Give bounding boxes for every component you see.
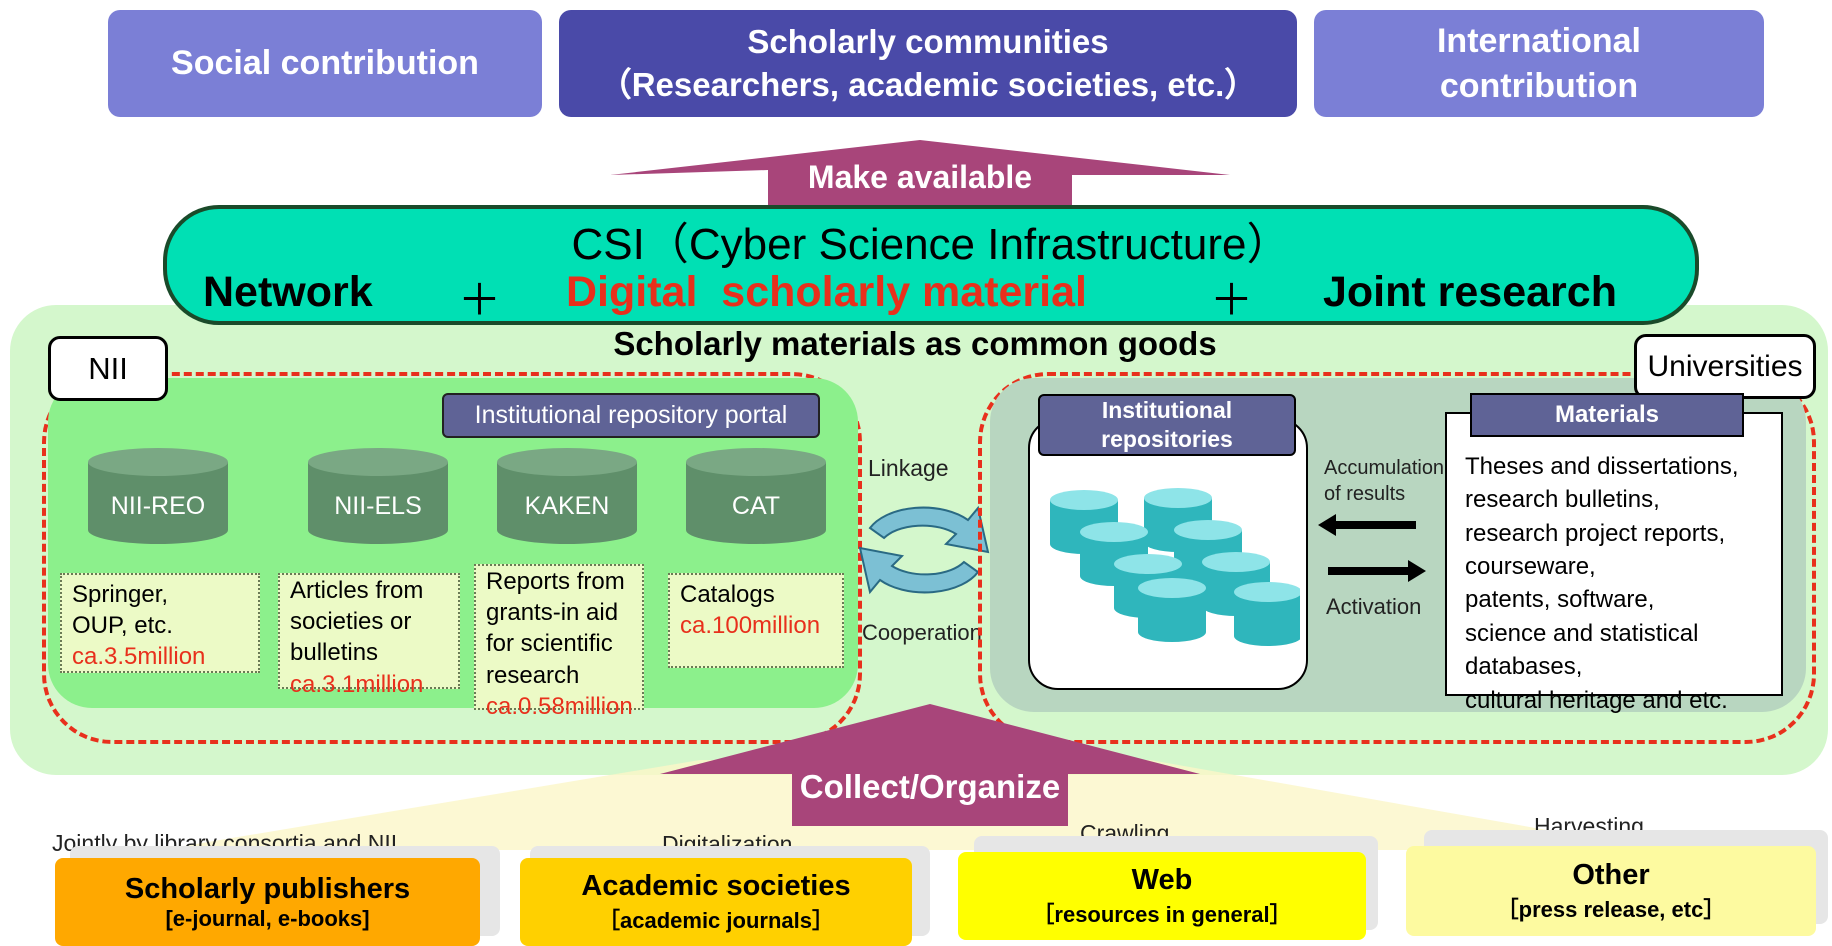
- universities-dashed-boundary: [978, 372, 1816, 744]
- nii-label: NII: [88, 350, 128, 386]
- societies-subtitle: ［academic journals］: [598, 907, 834, 933]
- nii-label-box: NII: [48, 336, 168, 401]
- scholarly-communities-box: Scholarly communities （Researchers, acad…: [559, 10, 1297, 117]
- collect-organize-label: Collect/Organize: [799, 768, 1061, 805]
- nii-reo-desc-line: OUP, etc.: [72, 612, 173, 640]
- materials-title: Materials: [1554, 401, 1660, 428]
- kaken-desc-line: grants-in aid: [486, 599, 619, 627]
- nii-reo-count: ca.3.5million: [72, 643, 206, 671]
- accumulation-arrow-icon: [1318, 514, 1416, 536]
- publishers-subtitle: [e-journal, e-books]: [165, 905, 370, 931]
- cat-info: Catalogs ca.100million: [668, 573, 844, 668]
- csi-joint-research: Joint research: [1323, 268, 1617, 316]
- csi-digital-material: Digital scholarly material: [566, 268, 1087, 316]
- csi-network: Network: [203, 268, 373, 316]
- kaken-name: KAKEN: [524, 492, 610, 520]
- nii-dashed-boundary: [42, 372, 862, 744]
- accumulation-label: Accumulation of results: [1324, 455, 1444, 507]
- kaken-desc-line: research: [486, 661, 580, 689]
- kaken-info: Reports from grants-in aid for scientifi…: [474, 564, 644, 720]
- kaken-desc-line: Reports from: [486, 568, 625, 595]
- nii-els-desc-line: bulletins: [290, 639, 379, 667]
- repository-db-icon: [1138, 578, 1206, 642]
- make-available-label: Make available: [807, 159, 1033, 195]
- web-subtitle: ［resources in general］: [1032, 901, 1292, 927]
- portal-label: Institutional repository portal: [474, 401, 788, 429]
- kaken-database-icon: [497, 448, 637, 544]
- nii-els-info: Articles from societies or bulletins ca.…: [278, 573, 460, 698]
- materials-item: Theses and dissertations,: [1465, 453, 1739, 480]
- activation-label: Activation: [1326, 594, 1422, 619]
- materials-item: research bulletins,: [1465, 486, 1660, 514]
- kaken-count: ca.0.58million: [486, 692, 633, 720]
- publishers-title: Scholarly publishers: [124, 872, 411, 905]
- materials-item: science and statistical: [1465, 619, 1699, 647]
- scholarly-publishers-box: Scholarly publishers [e-journal, e-books…: [55, 858, 480, 946]
- materials-item: research project reports,: [1465, 519, 1726, 547]
- web-box: Web ［resources in general］: [958, 852, 1366, 940]
- scholarly-communities-title: Scholarly communities: [747, 22, 1109, 60]
- social-contribution-box: Social contribution: [108, 10, 542, 117]
- csi-title: CSI（Cyber Science Infrastructure）: [571, 220, 1291, 269]
- academic-societies-box: Academic societies ［academic journals］: [520, 858, 912, 946]
- materials-item: courseware,: [1465, 553, 1596, 581]
- international-label-line1: International: [1436, 22, 1642, 61]
- nii-els-count: ca.3.1million: [290, 670, 424, 698]
- other-subtitle: ［press release, etc］: [1496, 896, 1726, 922]
- repositories-title-line2: repositories: [1101, 425, 1233, 452]
- common-goods-title: Scholarly materials as common goods: [613, 325, 1217, 362]
- nii-reo-name: NII-REO: [110, 492, 206, 520]
- universities-label: Universities: [1647, 349, 1803, 383]
- repository-db-icon: [1234, 582, 1300, 646]
- other-title: Other: [1572, 858, 1650, 891]
- make-available-arrow: [610, 140, 1230, 235]
- universities-label-box: Universities: [1634, 334, 1816, 399]
- social-contribution-label: Social contribution: [171, 44, 479, 83]
- accumulation-line1: Accumulation: [1324, 457, 1445, 479]
- cat-desc-line: Catalogs: [680, 581, 775, 608]
- materials-item: databases,: [1465, 653, 1583, 681]
- repositories-title-line1: Institutional: [1101, 397, 1233, 423]
- nii-els-name: NII-ELS: [334, 492, 422, 520]
- scholarly-communities-subtitle: （Researchers, academic societies, etc.）: [598, 65, 1258, 103]
- kaken-desc-line: for scientific: [486, 630, 613, 658]
- materials-box: Theses and dissertations, research bulle…: [1445, 412, 1783, 714]
- repository-cylinders: [1050, 488, 1300, 646]
- international-label-line2: contribution: [1439, 66, 1639, 105]
- collect-organize-arrow: [660, 704, 1200, 826]
- web-title: Web: [1131, 863, 1193, 896]
- cooperation-label: Cooperation: [862, 620, 982, 645]
- institutional-repository-portal: Institutional repository portal: [442, 393, 820, 438]
- other-box: Other ［press release, etc］: [1406, 846, 1816, 936]
- csi-plus-2: ＋: [1210, 277, 1253, 325]
- institutional-repositories-header: Institutional repositories: [1038, 394, 1296, 456]
- accumulation-line2: of results: [1324, 483, 1406, 505]
- nii-els-database-icon: [308, 448, 448, 544]
- materials-item: patents, software,: [1465, 586, 1655, 614]
- cat-database-icon: [686, 448, 826, 544]
- nii-els-desc-line: societies or: [290, 608, 412, 636]
- materials-header: Materials: [1470, 393, 1744, 437]
- csi-banner: [163, 205, 1699, 325]
- cat-name: CAT: [731, 492, 781, 520]
- sync-arrows-icon: [858, 505, 990, 595]
- csi-plus-1: ＋: [458, 277, 501, 325]
- activation-arrow-icon: [1328, 560, 1426, 582]
- linkage-label: Linkage: [868, 455, 949, 481]
- cat-count: ca.100million: [680, 612, 821, 640]
- international-contribution-box: International contribution: [1314, 10, 1764, 117]
- nii-els-desc-line: Articles from: [290, 577, 424, 604]
- materials-item: cultural heritage and etc.: [1465, 686, 1728, 714]
- societies-title: Academic societies: [581, 869, 851, 902]
- nii-reo-database-icon: [88, 448, 228, 544]
- nii-database-cylinders: [88, 448, 826, 544]
- nii-reo-desc-line: Springer,: [72, 581, 169, 608]
- nii-reo-info: Springer, OUP, etc. ca.3.5million: [60, 573, 260, 673]
